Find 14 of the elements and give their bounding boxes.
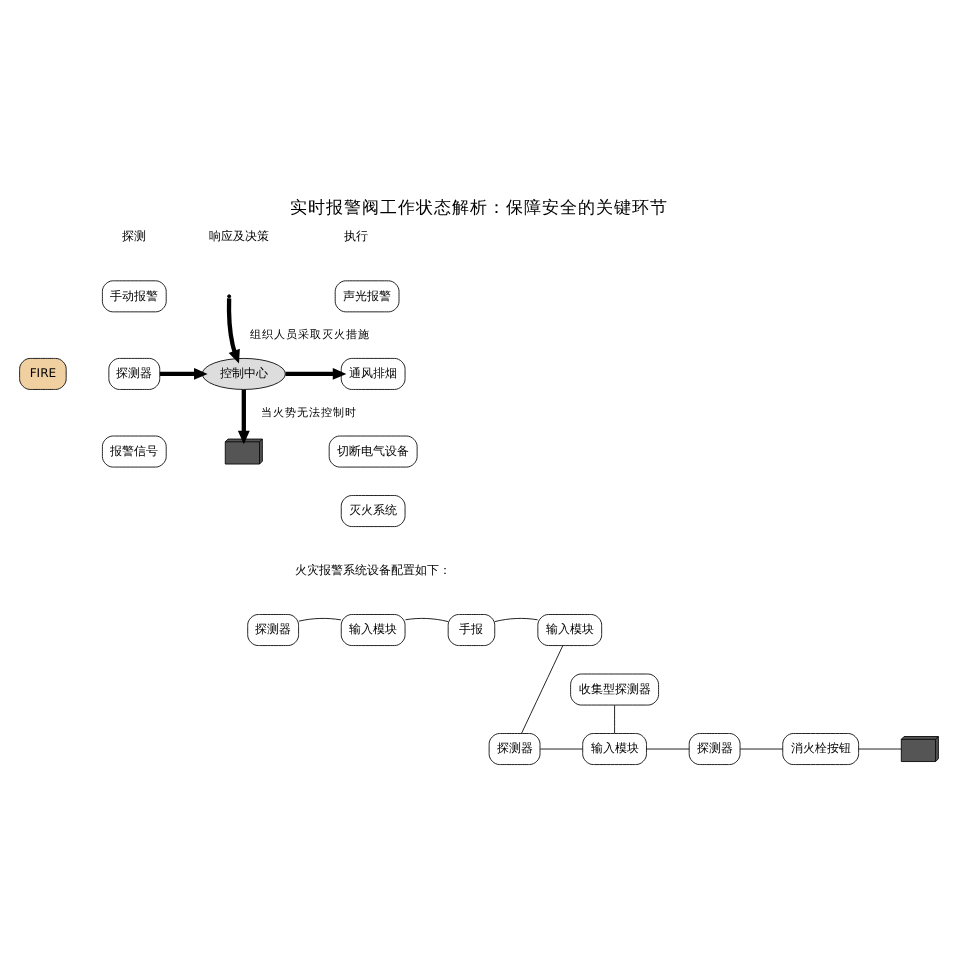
connector <box>405 616 449 621</box>
connector <box>858 747 902 749</box>
connector <box>614 703 615 733</box>
arrow <box>226 297 240 363</box>
arrow <box>237 388 250 444</box>
connector <box>539 747 583 749</box>
diagram-title: 实时报警阀工作状态解析：保障安全的关键环节 <box>290 197 668 218</box>
connector <box>521 644 564 733</box>
arrow <box>160 367 208 379</box>
connector <box>494 616 538 621</box>
connector <box>739 747 784 749</box>
connector <box>646 747 690 749</box>
connector <box>298 616 342 621</box>
arrow <box>285 367 347 379</box>
